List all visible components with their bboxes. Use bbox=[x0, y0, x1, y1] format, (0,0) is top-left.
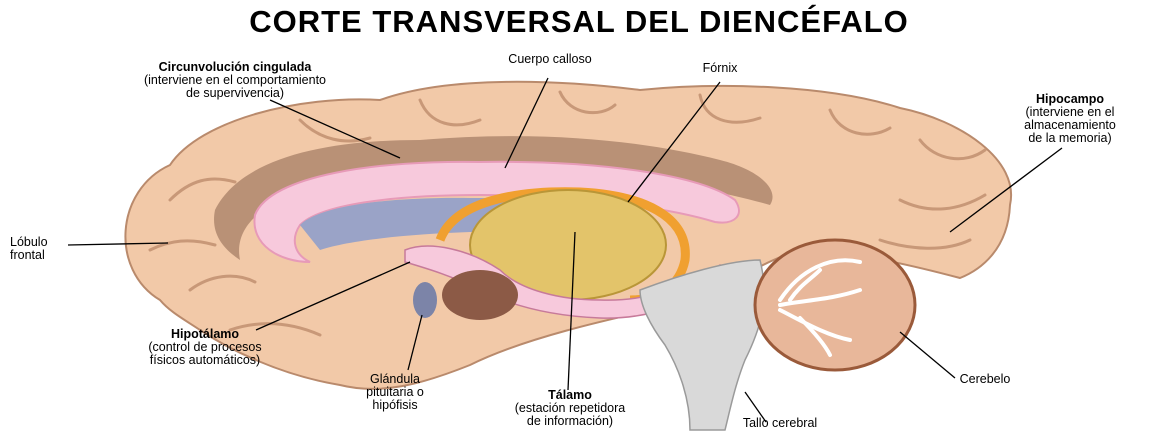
hipotalamo-desc-2: físicos automáticos) bbox=[100, 354, 310, 367]
cingulada-desc-2: de supervivencia) bbox=[70, 87, 400, 100]
diagram-title: CORTE TRANSVERSAL DEL DIENCÉFALO bbox=[0, 4, 1158, 40]
leader-glandula bbox=[408, 315, 422, 370]
label-hipotalamo: Hipotálamo (control de procesos físicos … bbox=[100, 328, 310, 367]
label-circunvolucion-cingulada: Circunvolución cingulada (interviene en … bbox=[70, 61, 400, 100]
hipocampo-desc-3: de la memoria) bbox=[985, 132, 1155, 145]
fornix-name: Fórnix bbox=[680, 62, 760, 75]
leader-calloso bbox=[505, 78, 548, 168]
label-fornix: Fórnix bbox=[680, 62, 760, 75]
label-lobulo-frontal: Lóbulo frontal bbox=[10, 236, 80, 262]
leader-cingulada bbox=[270, 100, 400, 158]
glandula-line-3: hipófisis bbox=[345, 399, 445, 412]
label-tallo-cerebral: Tallo cerebral bbox=[715, 417, 845, 430]
leader-cerebelo bbox=[900, 332, 955, 378]
leader-hipocampo bbox=[950, 148, 1062, 232]
label-cerebelo: Cerebelo bbox=[935, 373, 1035, 386]
leader-talamo bbox=[568, 232, 575, 390]
cerebelo-name: Cerebelo bbox=[935, 373, 1035, 386]
label-talamo: Tálamo (estación repetidora de informaci… bbox=[470, 389, 670, 428]
lobulo-line-2: frontal bbox=[10, 249, 80, 262]
leader-hipotalamo bbox=[256, 262, 410, 330]
talamo-desc-2: de información) bbox=[470, 415, 670, 428]
leader-lobulo bbox=[68, 243, 168, 245]
tallo-name: Tallo cerebral bbox=[715, 417, 845, 430]
label-glandula-pituitaria: Glándula pituitaria o hipófisis bbox=[345, 373, 445, 412]
calloso-name: Cuerpo calloso bbox=[460, 53, 640, 66]
label-cuerpo-calloso: Cuerpo calloso bbox=[460, 53, 640, 66]
label-hipocampo: Hipocampo (interviene en el almacenamien… bbox=[985, 93, 1155, 145]
leader-fornix bbox=[628, 82, 720, 202]
